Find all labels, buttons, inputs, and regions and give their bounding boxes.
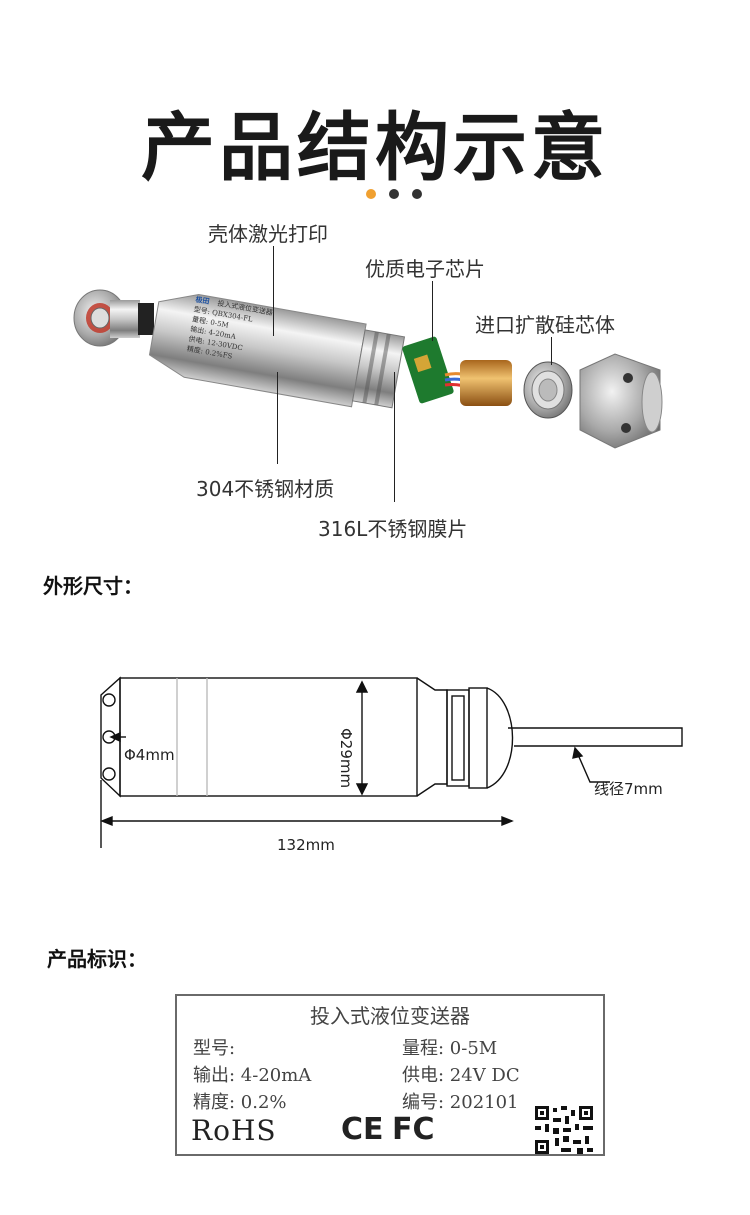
dim-diameter-label: Φ29mm bbox=[337, 728, 355, 789]
nameplate-range: 量程: 0-5M bbox=[402, 1038, 498, 1059]
ce-mark: CE bbox=[341, 1112, 384, 1147]
nameplate-accuracy: 精度: 0.2% bbox=[193, 1092, 287, 1113]
title-dots bbox=[366, 184, 435, 203]
nameplate: 投入式液位变送器 型号: 量程: 0-5M 输出: 4-20mA 供电: 24V… bbox=[175, 994, 605, 1156]
rohs-mark: RoHS bbox=[191, 1114, 277, 1147]
leader-line bbox=[432, 281, 433, 341]
callout-diffused-silicon: 进口扩散硅芯体 bbox=[475, 313, 615, 337]
dim-hole-label: Φ4mm bbox=[124, 746, 175, 764]
dimensions-heading: 外形尺寸： bbox=[43, 574, 143, 598]
dimension-drawing bbox=[100, 676, 683, 848]
main-housing bbox=[148, 294, 406, 409]
callout-shell-laser: 壳体激光打印 bbox=[208, 222, 328, 246]
callout-chip: 优质电子芯片 bbox=[365, 257, 485, 281]
nameplate-power: 供电: 24V DC bbox=[402, 1065, 520, 1086]
nameplate-model: 型号: bbox=[193, 1038, 236, 1059]
exploded-product-illustration bbox=[73, 289, 663, 449]
qr-code-icon bbox=[535, 1106, 593, 1154]
fc-mark: FC bbox=[392, 1112, 435, 1147]
dot-dark bbox=[389, 189, 399, 199]
dim-cable-label: 线径7mm bbox=[594, 780, 663, 798]
page-title: 产品结构示意 bbox=[141, 105, 609, 191]
leader-line bbox=[551, 337, 552, 365]
identification-heading: 产品标识： bbox=[47, 947, 147, 971]
brass-connector bbox=[460, 360, 512, 406]
nameplate-output: 输出: 4-20mA bbox=[193, 1065, 312, 1086]
dot-dark bbox=[412, 189, 422, 199]
dot-accent bbox=[366, 189, 376, 199]
callout-316l-diaphragm: 316L不锈钢膜片 bbox=[318, 517, 468, 541]
front-cap bbox=[579, 353, 663, 449]
silicon-core bbox=[523, 361, 573, 419]
dim-length-label: 132mm bbox=[277, 836, 335, 854]
leader-line bbox=[277, 372, 278, 464]
nameplate-serial: 编号: 202101 bbox=[402, 1092, 519, 1113]
leader-line bbox=[273, 246, 274, 336]
leader-line bbox=[394, 372, 395, 502]
cable-gland bbox=[73, 289, 154, 347]
nameplate-title: 投入式液位变送器 bbox=[310, 1004, 470, 1028]
callout-304-material: 304不锈钢材质 bbox=[196, 477, 335, 501]
